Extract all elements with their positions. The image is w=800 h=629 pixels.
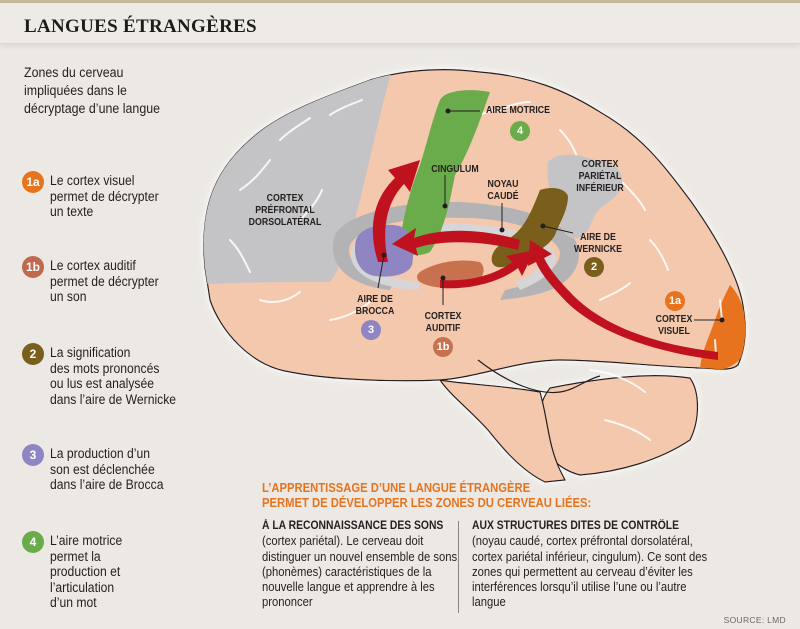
source-credit: SOURCE: LMD [723,615,786,625]
motor-area [400,90,490,256]
top-rule [0,0,800,3]
leader-lines [377,108,725,323]
label-cingulum: CINGULUM [431,164,479,175]
learning-col-control: AUX STRUCTURES DITES DE CONTRÔLE (noyau … [472,519,711,611]
col-body: (noyau caudé, cortex préfrontal dorsolat… [472,534,708,610]
badge-wernicke-2: 2 [584,257,604,277]
badge-4: 4 [22,531,44,553]
arrow-visual-to-wernicke [528,240,718,360]
col-body: (cortex pariétal). Le cerveau doit disti… [262,534,458,610]
learning-title: L’APPRENTISSAGE D’UNE LANGUE ÉTRANGÈRE P… [262,481,592,510]
lateral-sulcus [477,359,601,394]
column-divider [458,521,459,613]
arrow-auditory-to-wernicke [440,250,535,289]
col-heading: À LA RECONNAISSANCE DES SONS [262,520,444,532]
visual-cortex-zone [700,285,746,372]
badge-brocca-3: 3 [361,320,381,340]
header-bar: LANGUES ÉTRANGÈRES [0,3,800,44]
badge-3: 3 [22,444,44,466]
label-parietal: CORTEX PARIÉTAL INFÉRIEUR [576,159,624,194]
label-brocca: AIRE DE BROCCA [355,294,395,317]
legend-text: Le cortex visuel permet de décrypter un … [50,173,159,219]
pathway-arrows [372,160,718,360]
learning-col-sounds: À LA RECONNAISSANCE DES SONS (cortex par… [262,519,465,611]
label-prefrontal: CORTEX PRÉFRONTAL DORSOLATÉRAL [248,193,322,228]
legend-text: La signification des mots prononcés ou l… [50,345,177,407]
badge-visual-1a: 1a [665,291,685,311]
label-wernicke: AIRE DE WERNICKE [574,232,622,255]
brain-stem [438,379,566,483]
label-visual: CORTEX VISUEL [655,314,693,337]
badge-1b: 1b [22,256,44,278]
badge-2: 2 [22,343,44,365]
legend-text: L’aire motrice permet la production et l… [50,533,123,610]
arrow-brocca-to-motor [372,160,420,262]
col-heading: AUX STRUCTURES DITES DE CONTRÔLE [472,520,680,532]
cerebellum [537,375,699,476]
intro-text: Zones du cerveau impliquées dans le décr… [24,65,161,116]
badge-motor-4: 4 [510,121,530,141]
legend-text: Le cortex auditif permet de décrypter un… [50,258,159,304]
legend-text: La production d’un son est déclenchée da… [50,446,164,492]
badge-auditory-1b: 1b [433,337,453,357]
label-auditory: CORTEX AUDITIF [424,311,462,334]
label-caudate: NOYAU CAUDÉ [487,179,519,202]
label-motor-area: AIRE MOTRICE [485,105,551,116]
badge-1a: 1a [22,171,44,193]
parietal-zone [547,154,623,239]
page-title: LANGUES ÉTRANGÈRES [24,16,257,37]
arrow-wernicke-to-brocca [392,228,520,256]
